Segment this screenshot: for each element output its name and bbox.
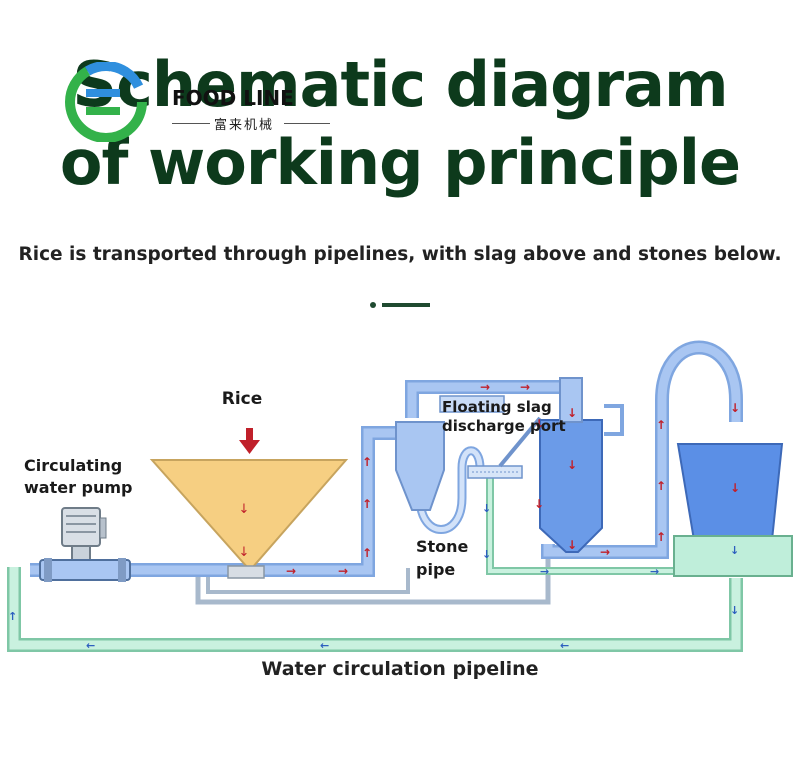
water-separation-tank	[539, 377, 624, 553]
stone-pipe-label-2: pipe	[416, 560, 455, 579]
brand-logo: FOOD LINE 富来机械	[60, 62, 350, 142]
svg-text:→: →	[650, 565, 659, 578]
svg-text:↑: ↑	[362, 546, 372, 560]
flow-arrows-blue: ← ← ← ↑ ↓ ↓ → → ↓ ↓	[8, 502, 739, 652]
svg-text:↑: ↑	[362, 497, 372, 511]
rice-input-arrow-icon	[239, 428, 260, 454]
svg-text:↑: ↑	[656, 479, 666, 493]
svg-text:↓: ↓	[239, 502, 250, 517]
divider-dot	[370, 302, 376, 308]
svg-text:↓: ↓	[730, 544, 739, 557]
logo-rule-right	[284, 123, 330, 124]
title-line-1: Schematic diagram	[72, 48, 728, 121]
water-circulation-pipeline-label: Water circulation pipeline	[261, 658, 539, 680]
logo-mark-icon	[65, 62, 147, 142]
svg-text:→: →	[480, 380, 490, 394]
svg-text:↓: ↓	[730, 401, 740, 415]
circulating-water-pump-label-2: water pump	[24, 478, 133, 497]
water-circulation-loop	[7, 567, 743, 652]
floating-slag-label-1: Floating slag	[442, 398, 552, 416]
title-line-2: of working principle	[59, 126, 741, 199]
svg-text:↓: ↓	[730, 481, 740, 495]
svg-text:→: →	[338, 564, 348, 578]
inner-return-line-2	[206, 568, 410, 594]
svg-text:↑: ↑	[362, 455, 372, 469]
svg-text:→: →	[600, 545, 610, 559]
circulating-water-pump-label-1: Circulating	[24, 456, 122, 475]
rice-hopper: ↓ ↓	[149, 459, 349, 579]
svg-text:↓: ↓	[239, 545, 250, 560]
svg-text:→: →	[540, 565, 549, 578]
subtitle: Rice is transported through pipelines, w…	[18, 244, 782, 265]
svg-text:←: ←	[560, 639, 569, 652]
logo-rule-left	[172, 123, 210, 124]
svg-text:↑: ↑	[656, 418, 666, 432]
svg-text:↓: ↓	[567, 458, 577, 472]
rice-label: Rice	[222, 389, 263, 409]
svg-text:↓: ↓	[730, 604, 739, 617]
circulating-water-pump	[39, 507, 131, 582]
divider-bar	[382, 303, 430, 307]
svg-text:↓: ↓	[567, 538, 577, 552]
svg-text:←: ←	[320, 639, 329, 652]
svg-text:↓: ↓	[482, 502, 491, 515]
main-pipe	[30, 340, 743, 577]
svg-text:→: →	[520, 380, 530, 394]
stone-pipe-label-1: Stone	[416, 537, 469, 556]
svg-text:←: ←	[86, 639, 95, 652]
separator-return-line-inner	[488, 478, 680, 573]
flow-arrows-red: → → ↑ ↑ ↑ → → ↓ ↓ ↓ → ↑ ↑ ↑ ↓ ↓ ↓ ↓	[286, 380, 740, 578]
svg-text:↓: ↓	[482, 548, 491, 561]
logo-name: FOOD LINE	[172, 86, 294, 110]
svg-text:→: →	[286, 564, 296, 578]
svg-text:↓: ↓	[534, 497, 544, 511]
collection-bucket	[673, 443, 793, 577]
svg-text:↑: ↑	[656, 530, 666, 544]
svg-text:↓: ↓	[534, 417, 544, 431]
working-principle-diagram: ↓ ↓ → → ↑ ↑ ↑ → → ↓ ↓ ↓ → ↑	[7, 340, 793, 652]
inner-return-line	[195, 550, 551, 605]
svg-text:↓: ↓	[567, 406, 577, 420]
stone-separator-cyclone	[395, 395, 505, 511]
logo-chinese-name: 富来机械	[214, 118, 275, 133]
stone-pipe	[415, 446, 485, 534]
floating-slag-tray	[467, 416, 542, 479]
svg-text:↑: ↑	[8, 610, 17, 623]
floating-slag-label-2: discharge port	[442, 417, 566, 435]
